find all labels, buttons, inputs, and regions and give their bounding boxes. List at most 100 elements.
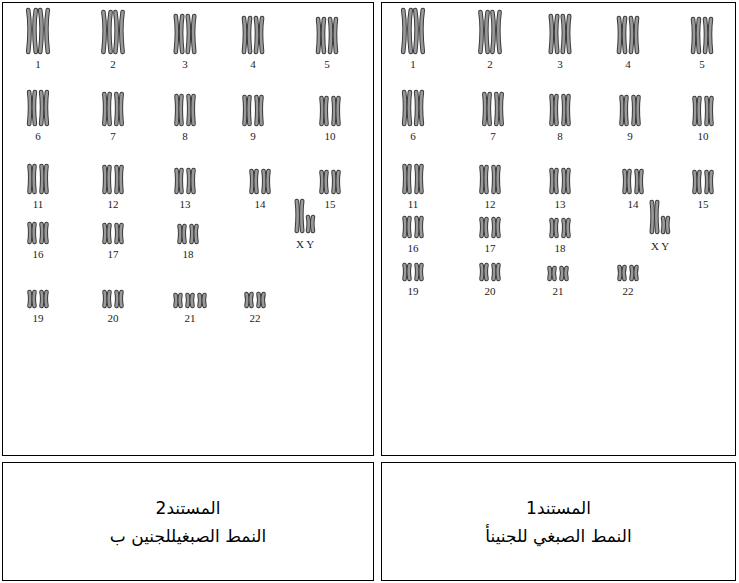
chromatid-outline	[107, 94, 112, 124]
chromatid-outline	[492, 12, 493, 52]
chromatid	[28, 166, 31, 192]
chromatid	[178, 226, 181, 242]
chromatid	[28, 292, 31, 306]
chromatid	[249, 18, 250, 52]
chromatid	[705, 98, 708, 124]
chromatid	[403, 166, 406, 192]
chromatid-outline	[246, 97, 251, 124]
chromatid	[179, 170, 182, 192]
chromatid	[704, 19, 708, 52]
chromatid-outline	[323, 172, 328, 192]
chromatid-outline	[40, 10, 41, 52]
chromatid	[190, 226, 193, 242]
chromatid-outline	[106, 292, 111, 306]
chromatid	[324, 98, 327, 124]
chromatid-outline	[415, 10, 416, 52]
chromatid	[666, 218, 669, 232]
chromatid-outline	[486, 12, 487, 52]
chromatid	[650, 202, 653, 232]
chromatid	[40, 224, 43, 242]
chromatid-outline	[407, 92, 413, 124]
chromatid	[336, 98, 339, 124]
chromatid	[624, 18, 625, 52]
chromatid-outline	[118, 292, 123, 306]
chromatid-outline	[34, 10, 35, 52]
chromatid	[554, 170, 557, 192]
chromatid-outline	[190, 170, 195, 192]
chromatid	[119, 225, 122, 242]
chromatid	[115, 12, 116, 52]
chromosome-number: 5	[682, 58, 722, 71]
chromatid-outline	[106, 167, 111, 192]
chromatid-outline	[189, 295, 194, 306]
chromatid-outline	[119, 94, 124, 124]
chromatid	[179, 96, 182, 124]
chromatid-outline	[335, 98, 340, 124]
chromatid	[115, 292, 118, 306]
chromatid-outline	[253, 171, 258, 192]
chromatid-outline	[708, 172, 713, 192]
chromatid	[407, 166, 410, 192]
chromatid	[566, 96, 569, 124]
chromosome-number: 14	[613, 198, 653, 211]
chromatid-outline	[403, 10, 404, 52]
chromatid	[562, 96, 565, 124]
chromatid	[415, 218, 418, 236]
chromatid	[421, 10, 422, 52]
chromatid	[495, 94, 498, 124]
chromatid-outline	[46, 10, 47, 52]
chromatid	[190, 295, 193, 306]
chromatid-outline	[623, 97, 628, 124]
chromatid	[409, 10, 410, 52]
chromatid	[32, 166, 35, 192]
panel-frame	[382, 3, 736, 456]
chromatid	[709, 98, 712, 124]
chromatid	[500, 94, 503, 124]
chromatid	[709, 172, 712, 192]
chromosome-number: 2	[93, 58, 133, 71]
chromatid	[188, 16, 189, 52]
chromatid	[480, 12, 481, 52]
chromatid	[697, 19, 701, 52]
chromosome-number: 6	[393, 130, 433, 143]
chromatid	[107, 225, 110, 242]
chromatid	[40, 10, 41, 52]
chromatid-outline	[323, 98, 328, 124]
chromatid-outline	[563, 268, 568, 279]
chromatid	[46, 10, 47, 52]
chromatid	[249, 294, 252, 306]
chromatid	[103, 12, 104, 52]
chromosome-number: 10	[683, 130, 723, 143]
chromosome-number: 16	[393, 242, 433, 255]
chromatid-outline	[483, 265, 488, 279]
chromatid	[120, 94, 123, 124]
chromatid-outline	[563, 16, 564, 52]
chromatid	[320, 98, 323, 124]
chromatid	[635, 171, 638, 192]
chromatid	[563, 16, 564, 52]
chromatid	[103, 167, 106, 192]
document-title: المستند1	[526, 494, 591, 522]
chromatid-outline	[421, 10, 422, 52]
chromatid	[243, 97, 246, 124]
chromatid	[550, 96, 553, 124]
chromatid	[245, 294, 248, 306]
chromatid	[496, 219, 499, 236]
chromatid	[550, 170, 553, 192]
chromatid-outline	[553, 170, 558, 192]
chromatid	[32, 292, 35, 306]
chromatid	[295, 201, 298, 231]
chromatid	[202, 295, 205, 306]
chromatid	[662, 218, 665, 232]
chromatid-outline	[624, 18, 625, 52]
chromatid	[568, 16, 569, 52]
chromatid-outline	[565, 96, 570, 124]
chromatid-outline	[553, 220, 558, 236]
chromatid	[45, 92, 49, 124]
chromatid	[550, 220, 553, 236]
chromatid-outline	[483, 219, 488, 236]
chromatid	[329, 19, 333, 52]
chromatid-outline	[261, 18, 262, 52]
chromatid	[630, 267, 633, 279]
chromatid-outline	[406, 166, 411, 192]
